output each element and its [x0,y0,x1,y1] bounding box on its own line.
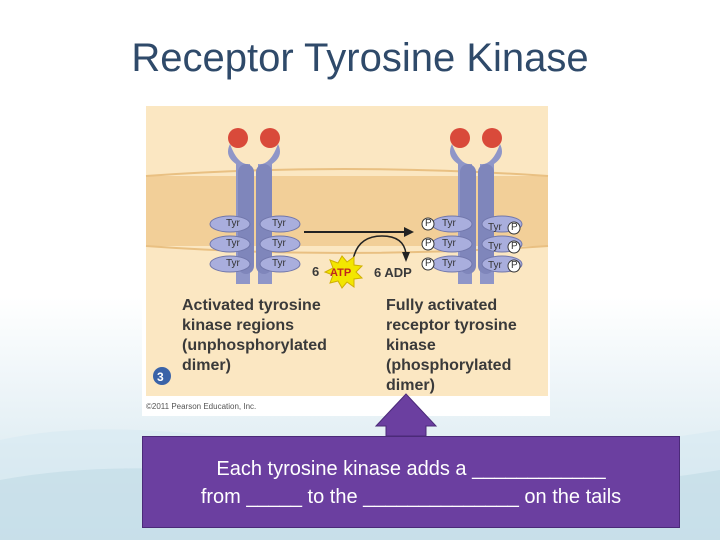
left-caption: Activated tyrosine kinase regions (unpho… [182,296,327,376]
tyr-label: Tyr [272,218,286,229]
caption-line: receptor tyrosine [386,317,517,334]
tyr-label: Tyr [272,258,286,269]
phosphate-label: P [511,260,518,271]
step-badge-icon [153,367,171,385]
ligand-icon [482,128,502,148]
adp-label: 6 ADP [374,265,412,280]
phosphate-label: P [425,238,432,249]
caption-line: dimer) [182,357,231,374]
callout-line-1: Each tyrosine kinase adds a ____________ [216,458,606,480]
callout-line-2: from _____ to the ______________ on the … [200,486,622,508]
right-caption: Fully activated receptor tyrosine kinase… [386,296,517,396]
copyright-notice: ©2011 Pearson Education, Inc. [146,402,257,411]
tyr-label: Tyr [488,241,502,252]
tyr-label: Tyr [226,238,240,249]
phosphate-icons [421,217,521,273]
caption-line: dimer) [386,377,435,394]
tyr-label: Tyr [226,258,240,269]
tyr-label: Tyr [442,218,456,229]
tyr-label: Tyr [442,238,456,249]
right-receptor-dimer [421,128,523,284]
question-callout: Each tyrosine kinase adds a ____________… [142,436,680,528]
phosphate-label: P [425,258,432,269]
phosphate-label: P [511,241,518,252]
ligand-icon [450,128,470,148]
caption-line: (unphosphorylated [182,337,327,354]
atp-label: ATP [330,267,352,279]
tyr-label: Tyr [488,222,502,233]
tyr-label: Tyr [442,258,456,269]
caption-line: kinase regions [182,317,295,334]
caption-line: kinase [386,337,436,354]
phosphate-label: P [425,218,432,229]
receptor-figure: Tyr Tyr Tyr Tyr Tyr Tyr Tyr Tyr Tyr Tyr … [142,104,550,416]
left-receptor-dimer [209,128,301,284]
phosphate-label: P [511,222,518,233]
caption-line: Fully activated [386,297,498,314]
ligand-icon [228,128,248,148]
caption-line: Activated tyrosine [182,297,321,314]
step-number: 3 [157,370,164,384]
tyr-label: Tyr [488,260,502,271]
tyr-label: Tyr [226,218,240,229]
atp-count: 6 [312,264,320,279]
slide-title: Receptor Tyrosine Kinase [131,36,589,80]
callout-text: Each tyrosine kinase adds a ____________… [143,455,679,511]
ligand-icon [260,128,280,148]
atp-burst-icon [323,255,364,289]
tyr-label: Tyr [272,238,286,249]
receptor-diagram [145,106,549,396]
caption-line: (phosphorylated [386,357,512,374]
